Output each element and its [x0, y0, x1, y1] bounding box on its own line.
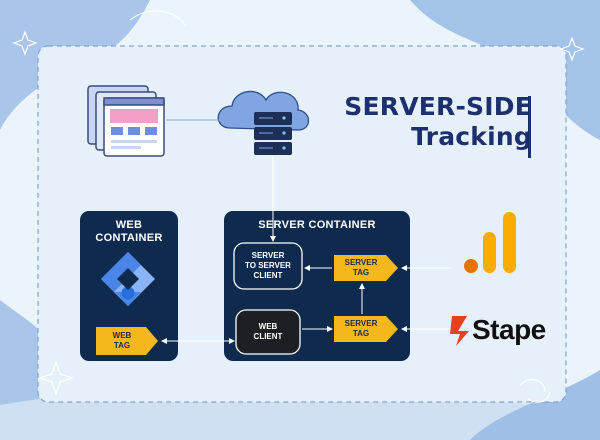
web-tag-shape [96, 327, 158, 355]
leaf-top-left [129, 10, 186, 26]
headline: SERVER-SIDE Tracking [344, 92, 532, 152]
sparkle-top-left [12, 30, 38, 56]
server-tag-bottom-shape [334, 316, 398, 342]
server-tag-top-label: SERVER TAG [344, 258, 378, 277]
headline-line1: SERVER-SIDE [344, 92, 532, 121]
server-container-title: SERVER CONTAINER [258, 219, 376, 231]
sparkle-top-right [559, 36, 585, 62]
corner-blob-top-right [410, 0, 600, 140]
corner-blob-bottom-right [470, 370, 600, 440]
stape-logo-icon [450, 316, 469, 346]
server-tag-bottom-label: SERVER TAG [344, 319, 378, 338]
google-tag-manager-icon [101, 252, 155, 306]
web-tag-label: WEB TAG [112, 331, 132, 350]
server-tag-top-shape [334, 255, 398, 281]
s2s-client-label: SERVER TO SERVER CLIENT [245, 251, 291, 280]
google-analytics-icon [464, 212, 516, 273]
headline-line2: Tracking [411, 122, 532, 151]
web-client-shape [235, 309, 301, 355]
browser-windows-icon [87, 85, 165, 157]
headline-accent-bar [528, 96, 531, 158]
swirl-bottom-right [519, 379, 551, 403]
web-client-label: WEB CLIENT [253, 322, 283, 341]
stape-wordmark: Stape [472, 314, 546, 345]
web-container-title: WEB CONTAINER [95, 219, 163, 244]
s2s-client-shape [233, 242, 303, 290]
sparkle-bottom-left [38, 360, 74, 396]
cloud-server-icon [217, 90, 310, 155]
